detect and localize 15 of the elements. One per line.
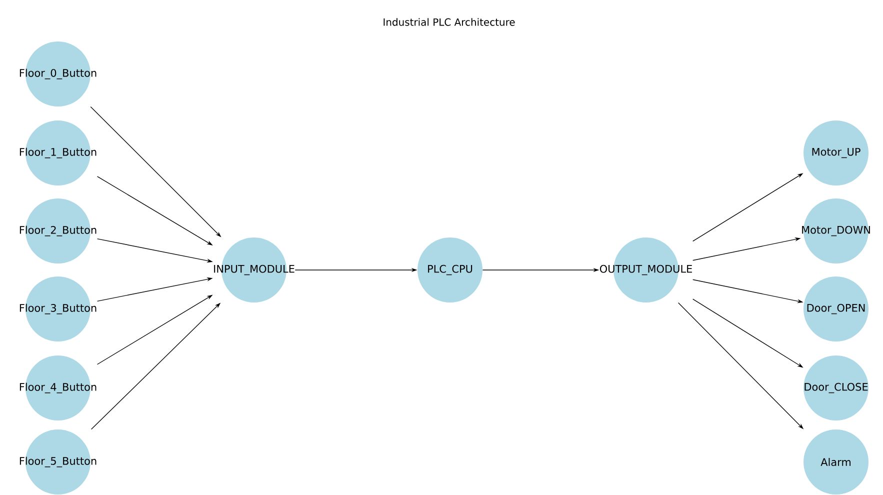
circle-node: Floor_3_Button [20, 276, 96, 342]
circle-node: Door_CLOSE [804, 356, 868, 420]
circle-node: Floor_1_Button [20, 120, 96, 186]
circle-node: INPUT_MODULE [214, 238, 294, 302]
title: Industrial PLC Architecture [384, 18, 515, 26]
circle-node: Door_OPEN [804, 276, 868, 342]
circle-node: PLC_CPU [418, 238, 482, 302]
circle-node: Motor_UP [804, 120, 868, 186]
circle-node: Motor_DOWN [802, 198, 870, 264]
circle-node: Alarm [804, 430, 868, 494]
circle-node: OUTPUT_MODULE [600, 238, 692, 302]
circle-node: Floor_2_Button [20, 198, 96, 264]
circle-node: Floor_4_Button [20, 356, 96, 420]
circle-node: Floor_5_Button [20, 430, 96, 494]
circle-node: Floor_0_Button [20, 42, 96, 106]
